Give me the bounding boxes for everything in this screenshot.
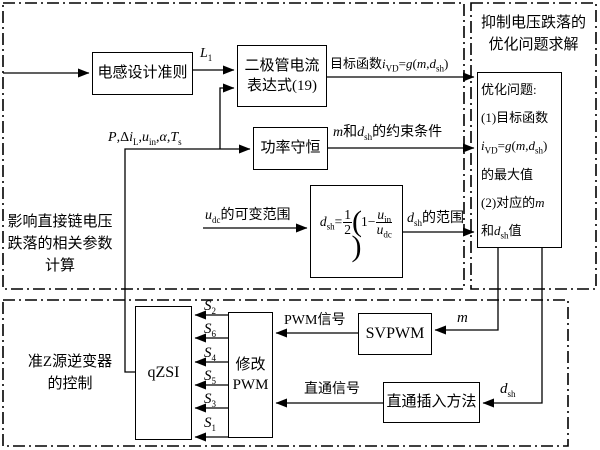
- section-label-qzsi-control: 准Z源逆变器 的控制: [27, 354, 113, 392]
- qzsi-box: qZSI: [135, 306, 192, 440]
- line-qzsi-feedback-params: [124, 144, 251, 373]
- section-title-optimization: 抑制电压跌落的 优化问题求解: [480, 15, 586, 53]
- label-constraints: m和dsh的约束条件: [333, 125, 443, 142]
- label-input-params: P,ΔiL,uin,α,Ts: [108, 130, 182, 147]
- label-switch-s2: S2: [204, 298, 216, 316]
- modify-pwm-box: 修改 PWM: [228, 312, 273, 438]
- label-m: m: [457, 310, 468, 326]
- label-dsh: dsh: [500, 381, 516, 399]
- label-l1: L1: [200, 46, 213, 63]
- section-label-params-calc: 影响直接链电压 跌落的相关参数 计算: [7, 214, 113, 274]
- label-switch-s6: S6: [204, 321, 216, 339]
- arrow-params-branch-to-diode: [219, 83, 235, 149]
- label-switch-s4: S4: [204, 345, 216, 363]
- label-switch-s5: S5: [204, 368, 216, 386]
- label-switch-s3: S3: [204, 391, 216, 409]
- section-frame-optimization: [470, 2, 597, 290]
- arrow-dsh-to-shoot-insert: [482, 248, 543, 408]
- power-conservation-box: 功率守恒: [253, 127, 328, 170]
- label-udc-range: udc的可变范围: [205, 208, 291, 225]
- label-switch-s1: S1: [204, 415, 216, 433]
- diode-current-expression-box: 二极管电流 表达式(19): [237, 45, 327, 107]
- section-frame-qzsi-control: [2, 299, 569, 447]
- label-shoot-signal: 直通信号: [304, 382, 360, 397]
- arrow-m-to-svpwm: [434, 248, 499, 335]
- inductor-design-box: 电感设计准则: [92, 52, 193, 95]
- optimization-problem-box: 优化问题: (1)目标函数 iVD=g(m,dsh) 的最大值 (2)对应的m …: [477, 72, 562, 248]
- label-dsh-range: dsh的范围: [407, 211, 465, 228]
- label-pwm-signal: PWM信号: [284, 313, 346, 328]
- label-objective-function: 目标函数iVD=g(m,dsh): [330, 56, 449, 74]
- shoot-through-insert-box: 直通插入方法: [383, 382, 480, 423]
- svpwm-box: SVPWM: [358, 313, 432, 355]
